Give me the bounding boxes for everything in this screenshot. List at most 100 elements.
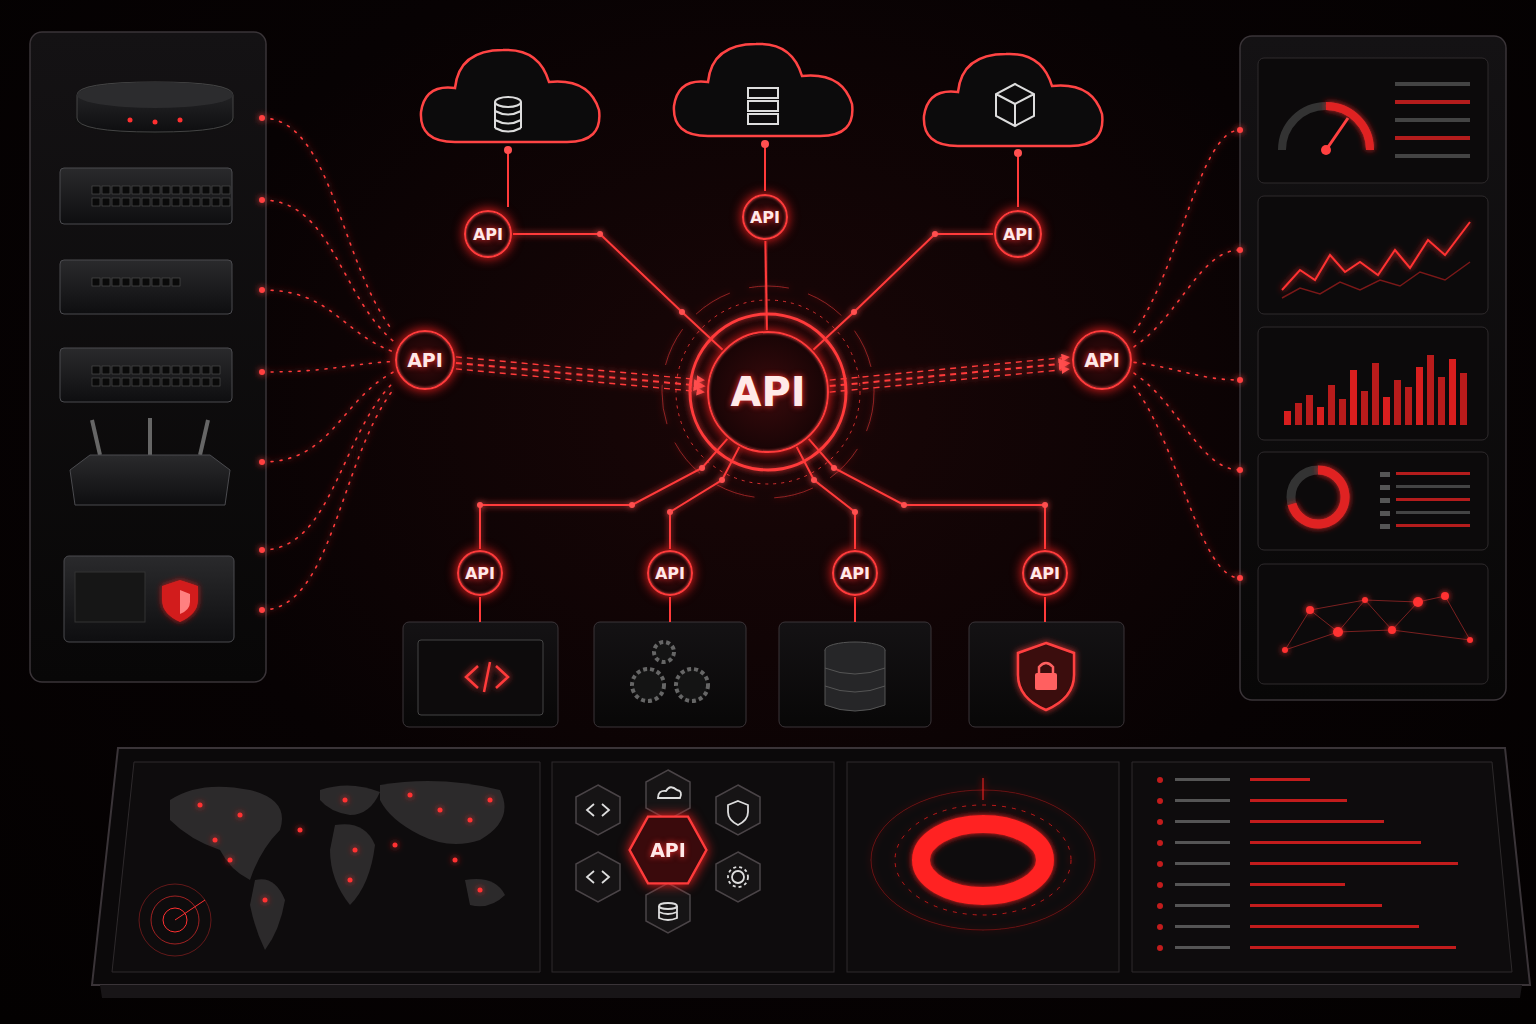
device-panel (60, 168, 232, 224)
console (1157, 903, 1163, 909)
dashboard-panel (1380, 472, 1390, 477)
connector-dot (852, 509, 858, 515)
dashboard-panel (1282, 592, 1473, 653)
device-panel (122, 378, 130, 386)
device-panel (92, 378, 100, 386)
device-panel (122, 366, 130, 374)
connector-dot (679, 309, 685, 315)
connector-line (813, 234, 993, 350)
api-node: API (742, 194, 788, 240)
device-panel (172, 366, 180, 374)
illustration (669, 597, 671, 622)
cloud-service (748, 88, 778, 98)
device-panel (162, 278, 170, 286)
console (380, 781, 505, 844)
device-panel (60, 348, 232, 402)
device-panel (102, 198, 110, 206)
console (1175, 799, 1230, 802)
console (659, 903, 677, 909)
device-panel (222, 198, 230, 206)
device-panel (182, 378, 190, 386)
connector-line (809, 439, 1045, 549)
dashboard-panel (1321, 145, 1331, 155)
device-panel (142, 378, 150, 386)
connector-dot (811, 477, 817, 483)
dashboard-panel (1362, 597, 1368, 603)
device-wire (259, 115, 393, 613)
device-panel (30, 32, 266, 682)
dashboard-panel (1258, 564, 1488, 684)
device-panel (77, 82, 233, 108)
device-panel (202, 198, 210, 206)
console (1175, 883, 1230, 886)
device-panel (132, 198, 140, 206)
cloud-service (504, 140, 1022, 157)
dashboard-panel (1282, 262, 1470, 298)
console (587, 804, 609, 816)
console (1157, 882, 1163, 888)
console (478, 888, 483, 893)
console (871, 778, 1095, 930)
device-wire (262, 361, 393, 372)
device-wire (262, 290, 393, 352)
hex-tile (646, 883, 690, 933)
console (1175, 820, 1230, 823)
service-box (632, 642, 708, 701)
dashboard-panel (1449, 359, 1456, 425)
dashboard-panel (1388, 626, 1396, 634)
connector-line (830, 369, 1068, 392)
device-panel (202, 186, 210, 194)
device-panel (92, 420, 100, 455)
dashboard-wire (1134, 373, 1240, 470)
hub-ring (690, 314, 846, 470)
console (871, 790, 1095, 930)
device-wire (259, 547, 265, 553)
illustration (854, 597, 856, 622)
device-wire (262, 118, 393, 331)
console (465, 879, 505, 906)
device-panel (102, 366, 110, 374)
api-node: API (395, 330, 455, 390)
console (198, 803, 203, 808)
connector-dot (699, 465, 705, 471)
console (732, 871, 744, 883)
device-panel (142, 198, 150, 206)
device-wire (262, 372, 393, 462)
cloud-service (504, 146, 512, 154)
device-panel (152, 198, 160, 206)
console (1175, 862, 1230, 865)
service-box (654, 642, 674, 662)
cloud-service (748, 114, 778, 124)
dashboard-panel (1361, 391, 1368, 425)
device-panel (162, 378, 170, 386)
cloud-service (761, 140, 769, 148)
device-panel (212, 198, 220, 206)
node-label: API (1030, 564, 1060, 583)
device-panel (102, 186, 110, 194)
console (263, 898, 268, 903)
device-panel (162, 366, 170, 374)
console (330, 824, 375, 905)
dashboard-panel (1395, 82, 1470, 86)
dashboard-panel (1317, 407, 1324, 425)
service-box (1018, 643, 1074, 710)
connector (830, 357, 1068, 392)
dashboard-panel (1285, 596, 1470, 650)
hub-ring (662, 286, 874, 498)
console (408, 793, 413, 798)
device-panel (102, 378, 110, 386)
dashboard-wire (1237, 127, 1243, 133)
connector-dot (719, 477, 725, 483)
dashboard-panel (1339, 399, 1346, 425)
console (983, 778, 984, 800)
hex-tile (646, 770, 690, 820)
console (1250, 841, 1421, 844)
node-label: API (840, 564, 870, 583)
dashboard-panel (1380, 82, 1470, 529)
device-panel (172, 378, 180, 386)
service-box (1035, 673, 1057, 690)
dashboard-panel (1295, 403, 1302, 425)
connector-dot (629, 502, 635, 508)
console (1175, 841, 1230, 844)
